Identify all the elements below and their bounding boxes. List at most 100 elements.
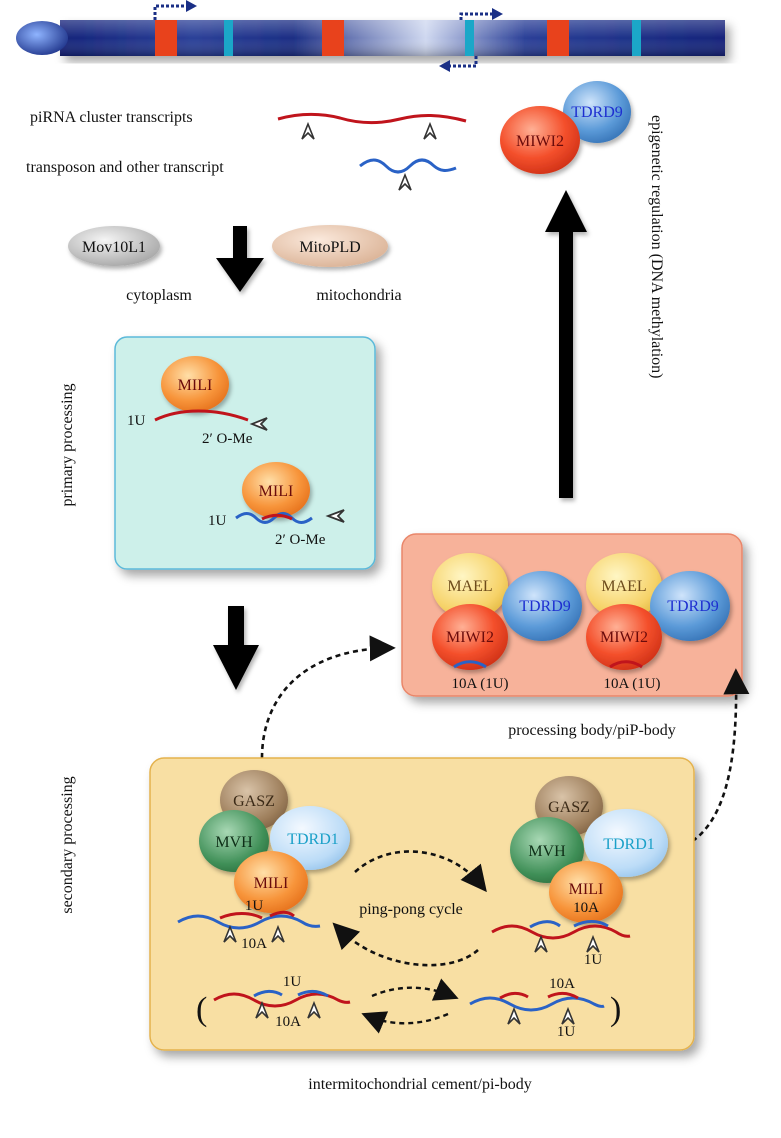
target-transcript bbox=[469, 996, 605, 1012]
primary-processing-box bbox=[114, 336, 376, 570]
transposon-label: transposon and other transcript bbox=[26, 159, 224, 176]
tdrd9-protein bbox=[650, 571, 730, 641]
cleavage-mark bbox=[249, 417, 268, 431]
ping-pong-arrow bbox=[361, 1011, 449, 1034]
transcription-arrow bbox=[153, 0, 197, 20]
ping-pong-arrow bbox=[332, 922, 479, 967]
transposon-segment bbox=[465, 20, 474, 56]
transcription-arrow bbox=[459, 8, 503, 20]
ten-a-label: 10A bbox=[573, 900, 599, 916]
cluster-segment bbox=[155, 20, 177, 56]
tdrd9-protein bbox=[502, 571, 582, 641]
cluster-segment bbox=[547, 20, 569, 56]
cleavage-mark bbox=[534, 934, 548, 953]
gasz-label: GASZ bbox=[233, 793, 275, 810]
tdrd9-label: TDRD9 bbox=[571, 104, 623, 121]
mitochondria-label: mitochondria bbox=[316, 287, 401, 304]
miwi2-label: MIWI2 bbox=[446, 629, 494, 646]
cleavage-mark bbox=[423, 121, 437, 140]
miwi2-protein bbox=[500, 106, 580, 174]
mitopld-label: MitoPLD bbox=[299, 239, 360, 256]
one-u-label: 1U bbox=[283, 974, 302, 990]
ten-a-label: 10A bbox=[275, 1014, 301, 1030]
open-paren: ( bbox=[196, 991, 207, 1028]
one-u-label: 1U bbox=[584, 952, 603, 968]
target-transcript bbox=[213, 992, 351, 1008]
cluster-segment bbox=[322, 20, 344, 56]
pi-body-label: intermitochondrial cement/pi-body bbox=[308, 1076, 532, 1093]
pirna-strand bbox=[269, 910, 295, 918]
transport-arrow bbox=[260, 635, 396, 759]
ping-pong-arrow bbox=[371, 978, 459, 1001]
one-u-label: 1U bbox=[557, 1024, 576, 1040]
cleavage-mark bbox=[561, 1006, 575, 1025]
pirna-strand bbox=[253, 989, 283, 998]
close-paren: ) bbox=[610, 991, 621, 1028]
mitopld-protein bbox=[272, 225, 388, 267]
transposon-segment bbox=[224, 20, 233, 56]
ten-a-one-u-label: 10A (1U) bbox=[603, 676, 660, 692]
mili-protein bbox=[161, 356, 229, 412]
mov10l1-protein bbox=[68, 226, 160, 266]
down-arrow bbox=[213, 606, 259, 690]
cleavage-mark bbox=[325, 509, 345, 523]
mvh-label: MVH bbox=[528, 843, 566, 860]
cytoplasm-label: cytoplasm bbox=[126, 287, 192, 304]
pirna-strand bbox=[547, 991, 579, 1000]
mili-label: MILI bbox=[569, 881, 604, 898]
pirna-strand bbox=[219, 912, 263, 920]
up-arrow bbox=[545, 190, 587, 498]
mili-label: MILI bbox=[259, 483, 294, 500]
cleavage-mark bbox=[307, 1000, 321, 1019]
mili-protein bbox=[242, 462, 310, 518]
miwi2-protein bbox=[432, 604, 508, 670]
mael-protein bbox=[586, 553, 662, 619]
mael-label: MAEL bbox=[447, 578, 492, 595]
pirna-strand bbox=[529, 920, 561, 929]
secondary-processing-label: secondary processing bbox=[59, 776, 76, 913]
transcription-arrow bbox=[439, 56, 478, 72]
chromosome bbox=[16, 20, 725, 56]
cleavage-mark bbox=[223, 924, 237, 943]
pirna-strand bbox=[235, 512, 313, 524]
miwi2-label: MIWI2 bbox=[516, 133, 564, 150]
tdrd1-protein bbox=[270, 806, 350, 870]
pirna-strand bbox=[609, 660, 643, 669]
two-ome-label: 2′ O-Me bbox=[202, 431, 253, 447]
cleavage-mark bbox=[255, 1000, 269, 1019]
primary-processing-label: primary processing bbox=[59, 383, 76, 506]
pirna-strand bbox=[154, 409, 249, 422]
gasz-label: GASZ bbox=[548, 799, 590, 816]
down-arrow bbox=[216, 226, 264, 292]
ping-pong-label: ping-pong cycle bbox=[359, 901, 463, 918]
cluster-transcript bbox=[277, 112, 467, 125]
transposon-segment bbox=[632, 20, 641, 56]
tdrd1-protein bbox=[584, 809, 668, 877]
pirna-strand bbox=[453, 660, 487, 669]
tdrd1-label: TDRD1 bbox=[603, 836, 655, 853]
mvh-label: MVH bbox=[215, 834, 253, 851]
cleavage-mark bbox=[271, 924, 285, 943]
mili-protein bbox=[234, 851, 308, 913]
pip-body-label: processing body/piP-body bbox=[508, 722, 676, 739]
mili-protein bbox=[549, 861, 623, 923]
mili-label: MILI bbox=[178, 377, 213, 394]
mael-label: MAEL bbox=[601, 578, 646, 595]
ten-a-label: 10A bbox=[549, 976, 575, 992]
pirna-strand bbox=[261, 513, 293, 521]
ten-a-one-u-label: 10A (1U) bbox=[451, 676, 508, 692]
miwi2-protein bbox=[586, 604, 662, 670]
tdrd9-protein bbox=[563, 81, 631, 143]
cleavage-mark bbox=[586, 934, 600, 953]
ten-a-label: 10A bbox=[241, 936, 267, 952]
miwi2-label: MIWI2 bbox=[600, 629, 648, 646]
epigenetic-label: epigenetic regulation (DNA methylation) bbox=[648, 115, 665, 378]
target-transcript bbox=[491, 924, 631, 940]
tdrd9-label: TDRD9 bbox=[667, 598, 719, 615]
one-u-label: 1U bbox=[127, 413, 146, 429]
one-u-label: 1U bbox=[245, 898, 264, 914]
pirna-strand bbox=[297, 989, 329, 998]
pirna-cluster-label: piRNA cluster transcripts bbox=[30, 109, 193, 126]
tdrd1-label: TDRD1 bbox=[287, 831, 339, 848]
